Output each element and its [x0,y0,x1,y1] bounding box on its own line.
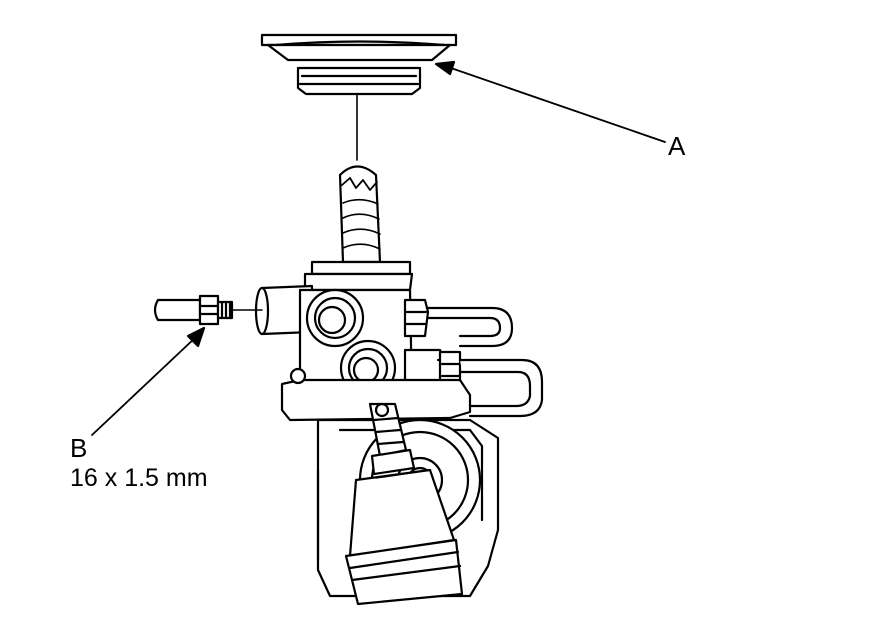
fitting-bolt [155,296,262,324]
boot-assembly [346,470,462,604]
fluid-lines [428,308,542,416]
callout-b-spec: 16 x 1.5 mm [70,464,208,492]
leader-b [92,328,204,435]
dust-seal-cap [262,35,456,94]
leader-a [436,62,665,142]
callout-a-label: A [668,131,686,161]
input-shaft [340,167,380,263]
pinion-link [370,404,414,474]
valve-body [256,262,460,400]
callout-b-label: B [70,433,88,463]
